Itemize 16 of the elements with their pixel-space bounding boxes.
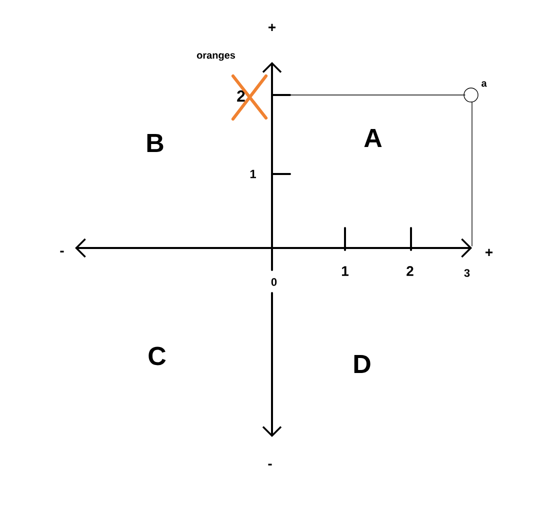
quadrant-label: B [147,134,164,152]
axis-title: oranges [196,53,236,61]
quadrant-label: A [364,129,382,147]
tick-label: 1 [342,266,349,276]
tick-label: 0 [271,278,277,286]
point-label: a [482,81,487,87]
quadrant-label: C [148,346,166,366]
axis-sign: - [60,250,64,252]
quadrant-label: D [354,355,370,373]
axis-sign: + [486,248,493,256]
tick-label: 1 [250,170,256,178]
axis-sign: + [268,24,276,31]
axis-sign: - [268,464,272,466]
crossed-out-number: 2 [237,90,245,102]
tick-label: 3 [464,269,470,277]
tick-label: 2 [406,266,414,276]
